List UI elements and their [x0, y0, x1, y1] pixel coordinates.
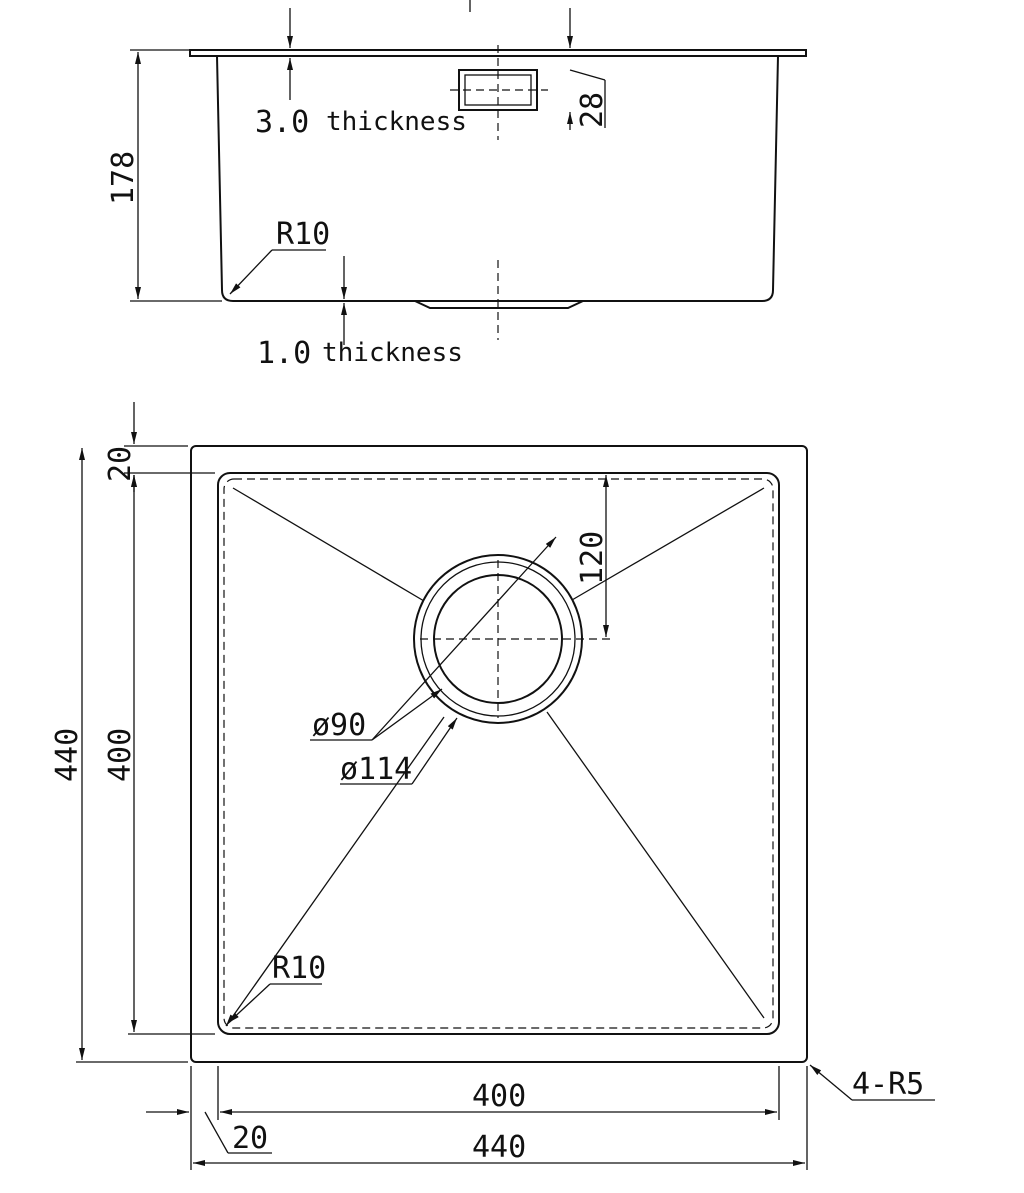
outer-rim: [190, 445, 808, 1063]
inner-height: 400: [103, 728, 138, 782]
outlet-leader: [569, 69, 606, 81]
inner-width: 400: [472, 1079, 526, 1114]
bowl-floor-dashed: [223, 478, 774, 1029]
top-thickness-value: 3.0: [255, 105, 309, 140]
rim-top: 20: [103, 446, 138, 482]
plan-corner-radius: R10: [272, 951, 326, 986]
outer-width: 440: [472, 1130, 526, 1165]
plan-view: 120 ø90 ø114 R10 20 440 400 4-R5: [50, 402, 935, 1170]
outer-height: 440: [50, 728, 85, 782]
rim-left-leader: [204, 1111, 229, 1154]
outlet-height: 28: [575, 92, 610, 128]
outer-corner-radius: 4-R5: [852, 1067, 924, 1102]
drain-foot: [414, 300, 584, 309]
side-height: 178: [106, 151, 141, 205]
drain-offset: 120: [575, 531, 610, 585]
bottom-thickness-word: thickness: [322, 338, 463, 368]
side-view: 3.0 thickness 28 178 R10 1.0 thickness: [106, 0, 807, 371]
diameter-114-leader: [411, 717, 458, 785]
bottom-thickness-value: 1.0: [257, 336, 311, 371]
corner-diagonal: [225, 716, 445, 1027]
drain-outer-diameter: ø114: [340, 752, 412, 787]
slope-line-tl: [232, 487, 425, 602]
slope-line-br: [546, 711, 765, 1019]
top-thickness-word: thickness: [326, 107, 467, 137]
drain-inner-diameter: ø90: [312, 708, 366, 743]
side-corner-radius: R10: [276, 217, 330, 252]
rim-left: 20: [232, 1121, 268, 1156]
plan-radius-leader: [227, 983, 271, 1024]
diameter-90-leader: [371, 536, 557, 741]
side-radius-leader: [229, 249, 273, 295]
inner-bowl: [217, 472, 780, 1035]
diameter-90-leader-end: [371, 688, 443, 741]
outer-radius-leader: [809, 1064, 853, 1101]
